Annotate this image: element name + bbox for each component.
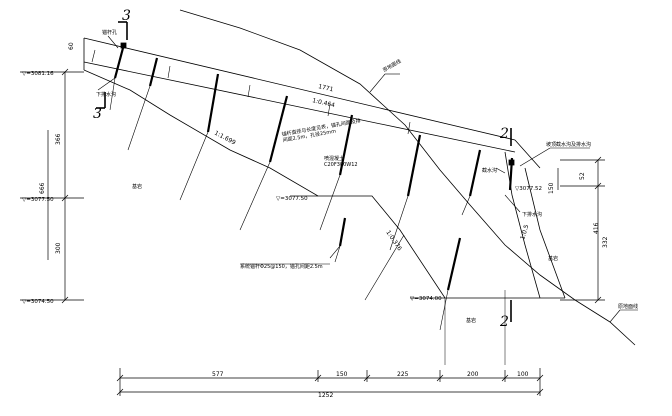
elev-right: ▽3077.52 bbox=[515, 186, 542, 192]
dim-left-lower: 300 bbox=[55, 242, 62, 254]
dim-right-step: 150 bbox=[548, 182, 555, 194]
dim-top-left-short: 60 bbox=[68, 42, 75, 50]
slab-right-end bbox=[514, 139, 541, 169]
dim-right-lower: 332 bbox=[602, 236, 609, 248]
section-3-marker bbox=[96, 21, 128, 109]
leader-lines bbox=[97, 35, 638, 323]
slope-slab: 1:0.464 bbox=[312, 97, 336, 109]
elev-bottom: ▽=3074.00 bbox=[410, 296, 442, 302]
elev-bottom-left: ▽=3074.50 bbox=[22, 299, 54, 305]
label-rock-left: 基岩 bbox=[132, 183, 142, 190]
section-2-top: 2 bbox=[499, 126, 509, 142]
section-3-bottom: 3 bbox=[93, 106, 102, 122]
dim-right-top: 52 bbox=[579, 172, 586, 180]
label-rock-bottom: 基岩 bbox=[466, 317, 476, 324]
elev-mid-slope: ▽=3077.50 bbox=[276, 196, 308, 202]
label-ground-line: 原地面线 bbox=[382, 58, 403, 74]
dim-right-total: 416 bbox=[593, 222, 600, 234]
bottom-dimension bbox=[116, 368, 544, 396]
elev-mid-left: ▽=3077.50 bbox=[22, 197, 54, 203]
dim-slab-length: 1771 bbox=[318, 83, 335, 93]
excavation-profile bbox=[83, 69, 540, 299]
right-wall-back bbox=[524, 167, 566, 299]
label-anchor-spec-lower: 系统锚杆Φ25@150，锚孔间距2.5m bbox=[240, 263, 323, 270]
bottom-extension-lines bbox=[444, 290, 506, 365]
label-anchor-spec-upper: 锚杆直径与长度见表，锚孔间距及排间距2.5m，孔径25mm bbox=[281, 117, 362, 144]
section-2-bottom: 2 bbox=[499, 314, 509, 330]
dim-bottom-1: 577 bbox=[212, 371, 224, 378]
dim-left-upper: 366 bbox=[55, 133, 62, 145]
label-drain-left: 下排水沟 bbox=[96, 91, 116, 98]
elev-top-left: ▽=3081.16 bbox=[22, 71, 54, 77]
dim-left-total: 666 bbox=[39, 182, 46, 194]
anchor-head-left bbox=[120, 42, 127, 49]
dim-bottom-3: 225 bbox=[397, 371, 409, 378]
slope-upper: 1:1.699 bbox=[213, 130, 237, 147]
section-3-top: 3 bbox=[122, 8, 131, 24]
dim-bottom-2: 150 bbox=[336, 371, 348, 378]
label-right-ground: 原地面线 bbox=[618, 303, 638, 310]
slab-top-line bbox=[83, 37, 516, 141]
original-ground-line bbox=[179, 9, 636, 346]
right-dimension bbox=[557, 156, 605, 304]
dim-bottom-4: 200 bbox=[467, 371, 479, 378]
slab-bottom-line bbox=[83, 61, 516, 153]
label-anchor-left: 锚杆孔 bbox=[102, 29, 117, 36]
label-rock-right: 基岩 bbox=[548, 255, 558, 262]
slab-hatch bbox=[91, 49, 411, 135]
right-wall-face bbox=[504, 151, 541, 299]
anchor-extensions bbox=[109, 77, 471, 331]
label-right-drain-low: 下排水沟 bbox=[522, 211, 542, 218]
dim-bottom-total: 1252 bbox=[318, 392, 333, 399]
label-right-drain: 截水沟 bbox=[482, 167, 497, 174]
dim-bottom-5: 100 bbox=[517, 371, 529, 378]
left-dimension bbox=[20, 68, 84, 304]
anchor-head-right bbox=[508, 159, 515, 166]
slope-right: 1:0.5 bbox=[519, 224, 530, 241]
anchor-bars bbox=[113, 47, 514, 291]
label-right-top-note: 坡顶截水沟及排水沟 bbox=[546, 141, 591, 148]
